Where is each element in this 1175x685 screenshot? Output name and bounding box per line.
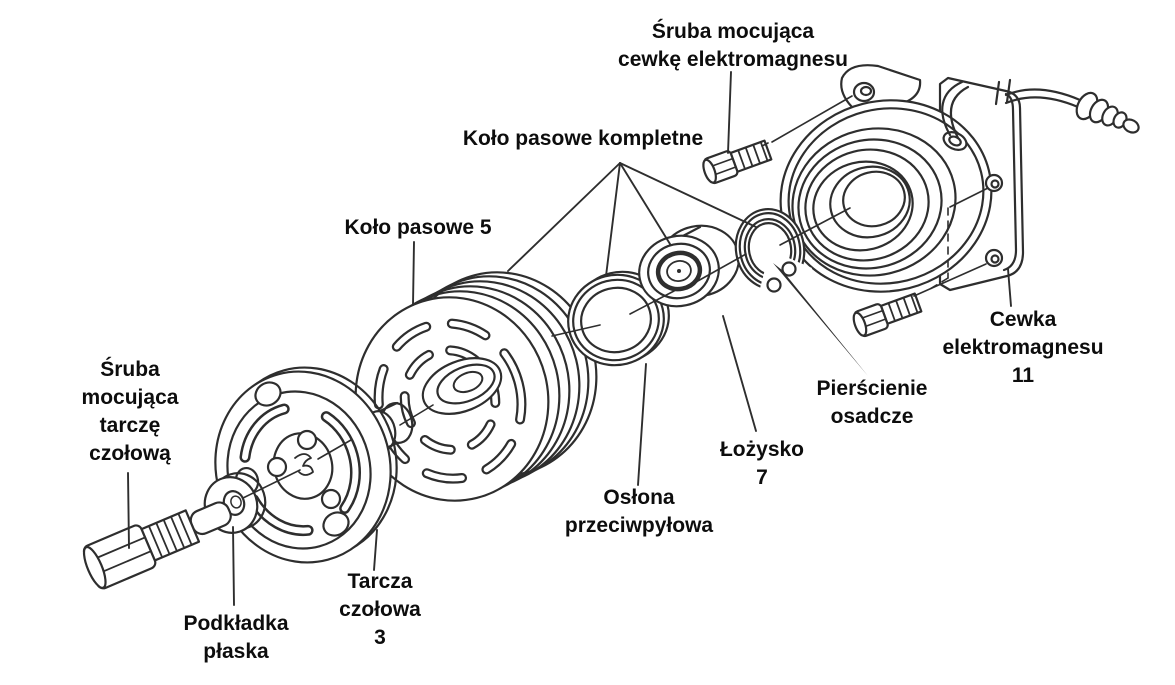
bracket-holes: [852, 81, 1004, 268]
bearing: [638, 224, 740, 308]
label-front-plate: Tarcza czołowa 3: [339, 568, 421, 652]
label-washer: Podkładka płaska: [183, 610, 288, 666]
label-text: Podkładka: [183, 612, 289, 635]
label-text: Śruba mocująca: [651, 20, 815, 43]
label-text: cewkę elektromagnesu: [618, 48, 848, 71]
label-dust-cover: Osłona przeciwpyłowa: [565, 484, 713, 540]
pulley: [354, 271, 598, 502]
label-text: Tarcza: [347, 570, 413, 593]
label-text: Koło pasowe 5: [344, 216, 492, 239]
label-text: 11: [1011, 364, 1035, 387]
label-text: 3: [374, 626, 386, 649]
coil-wire-connector: [941, 78, 1140, 151]
label-text: tarczę: [99, 414, 161, 437]
label-text: Osłona: [603, 486, 675, 509]
axis-lines: [242, 95, 989, 499]
label-text: Cewka: [989, 308, 1057, 331]
label-text: elektromagnesu: [942, 336, 1104, 359]
label-snap-rings: Pierścienie osadcze: [817, 375, 928, 431]
label-text: mocująca: [81, 386, 179, 409]
label-text: przeciwpyłowa: [564, 514, 714, 537]
leader-lines: [127, 71, 1012, 606]
label-pulley: Koło pasowe 5: [344, 214, 491, 242]
label-text: płaska: [203, 640, 269, 663]
coil-mounting-bolt-top: [702, 139, 773, 185]
coil-mounting-bolt-bottom: [852, 292, 923, 338]
label-text: Pierścienie: [816, 377, 928, 400]
label-coil: Cewka elektromagnesu 11: [942, 306, 1103, 390]
label-text: czołowa: [339, 598, 421, 621]
label-text: osadcze: [830, 405, 914, 428]
label-text: Łożysko: [719, 438, 805, 461]
label-plate-screw: Śruba mocująca tarczę czołową: [82, 356, 179, 468]
electromagnet-coil: [779, 99, 993, 293]
label-text: Śruba: [100, 358, 160, 381]
label-pulley-assembly: Koło pasowe kompletne: [463, 125, 703, 153]
plate-mounting-bolt: [82, 501, 232, 590]
label-coil-screw: Śruba mocująca cewkę elektromagnesu: [618, 18, 848, 74]
label-text: czołową: [89, 442, 171, 465]
label-bearing: Łożysko 7: [720, 436, 804, 492]
dust-shield: [567, 270, 670, 367]
label-text: 7: [756, 466, 768, 489]
label-text: Koło pasowe kompletne: [462, 127, 704, 150]
